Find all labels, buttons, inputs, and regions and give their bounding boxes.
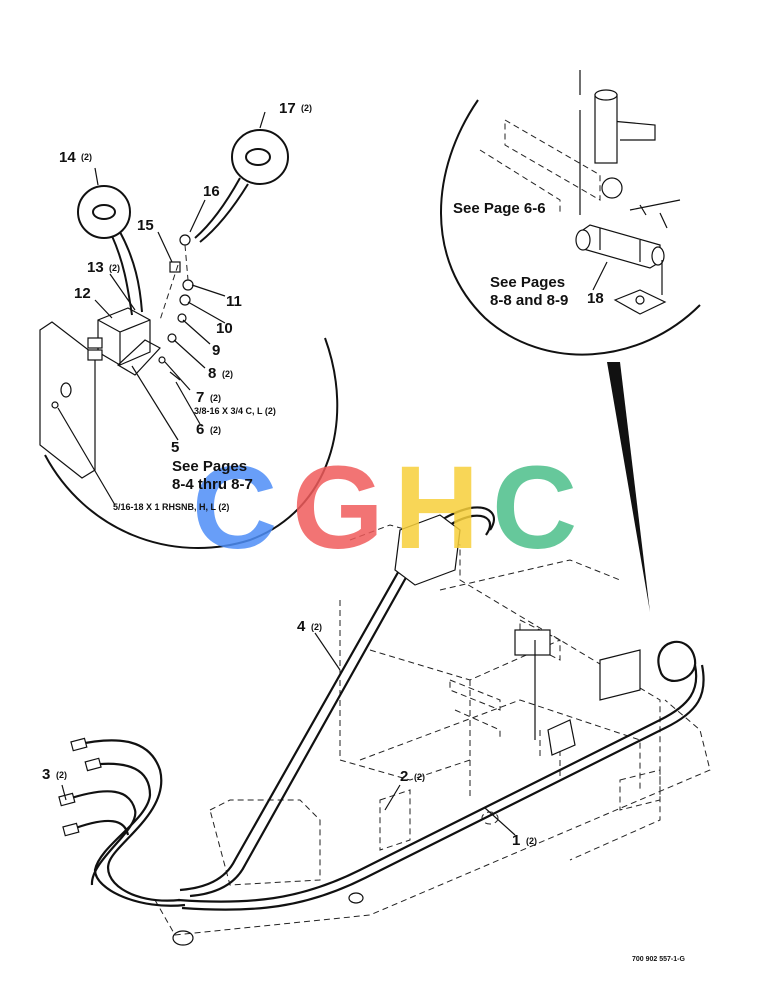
- callout-6-number: 6: [196, 421, 204, 438]
- reference-pages-8-8-line2: 8-8 and 8-9: [490, 292, 568, 309]
- fitting-16: [179, 234, 191, 246]
- watermark-letter-1: C: [192, 442, 277, 574]
- watermark-letter-4: C: [492, 442, 577, 574]
- watermark: C G H C: [192, 442, 577, 574]
- quick-coupler-3: [58, 737, 102, 837]
- watermark-letter-2: G: [292, 442, 384, 574]
- callout-12-number: 12: [74, 285, 91, 302]
- callout-17-number: 17: [279, 100, 296, 117]
- callout-7-number: 7: [196, 389, 204, 406]
- callout-labels: 1 (2) 2 (2) 3 (2) 4 (2) 5 6 (2) 7 (2) 8 …: [42, 100, 604, 849]
- callout-2-count: (2): [414, 772, 425, 782]
- hose-coupler-lines: [74, 739, 181, 902]
- detail-view-valve: [39, 111, 339, 549]
- valve-block: [97, 307, 151, 366]
- callout-2-number: 2: [400, 768, 408, 785]
- detail-view-cylinder: [440, 70, 701, 612]
- hose-1: [177, 664, 698, 903]
- detail-circle-left: [44, 337, 339, 549]
- hydraulic-cylinder-18: [575, 224, 665, 269]
- hardware-label-5-16: 5/16-18 X 1 RHSNB, H, L (2): [113, 502, 229, 512]
- callout-15-number: 15: [137, 217, 154, 234]
- figure-id: 700 902 557-1-G: [632, 956, 685, 963]
- hardware-label-3-8: 3/8-16 X 3/4 C, L (2): [194, 406, 276, 416]
- o-ring-17-inner: [245, 148, 271, 166]
- callout-11-number: 11: [226, 293, 242, 310]
- callout-13-count: (2): [109, 263, 120, 273]
- callout-5-number: 5: [171, 439, 179, 456]
- o-ring-14-outer: [77, 185, 131, 239]
- mounting-plate: [39, 321, 96, 479]
- reference-pages-8-4-line1: See Pages: [172, 458, 247, 475]
- callout-4-number: 4: [297, 618, 306, 635]
- callout-13-number: 13: [87, 259, 104, 276]
- callout-1-number: 1: [512, 832, 520, 849]
- reference-pages-8-4-line2: 8-4 thru 8-7: [172, 476, 253, 493]
- callout-3-count: (2): [56, 770, 67, 780]
- callout-16-number: 16: [203, 183, 220, 200]
- callout-9-number: 9: [212, 342, 220, 359]
- callout-14-count: (2): [81, 152, 92, 162]
- callout-18-number: 18: [587, 290, 604, 307]
- callout-8-count: (2): [222, 369, 233, 379]
- callout-17-count: (2): [301, 103, 312, 113]
- callout-6-count: (2): [210, 425, 221, 435]
- o-ring-14-inner: [92, 204, 116, 220]
- callout-4-count: (2): [311, 622, 322, 632]
- callout-1-count: (2): [526, 836, 537, 846]
- callout-7-count: (2): [210, 393, 221, 403]
- o-ring-17-outer: [231, 129, 289, 185]
- callout-10-number: 10: [216, 320, 233, 337]
- detail-circle-right: [440, 99, 701, 356]
- reference-page-6-6: See Page 6-6: [453, 200, 546, 217]
- pointer-wedge-right: [607, 362, 650, 612]
- reference-pages-8-8-line1: See Pages: [490, 274, 565, 291]
- callout-3-number: 3: [42, 766, 50, 783]
- main-assembly: [58, 506, 711, 946]
- watermark-letter-3: H: [394, 442, 479, 574]
- callout-14-number: 14: [59, 149, 76, 166]
- callout-8-number: 8: [208, 365, 216, 382]
- fitting-15: [169, 261, 181, 273]
